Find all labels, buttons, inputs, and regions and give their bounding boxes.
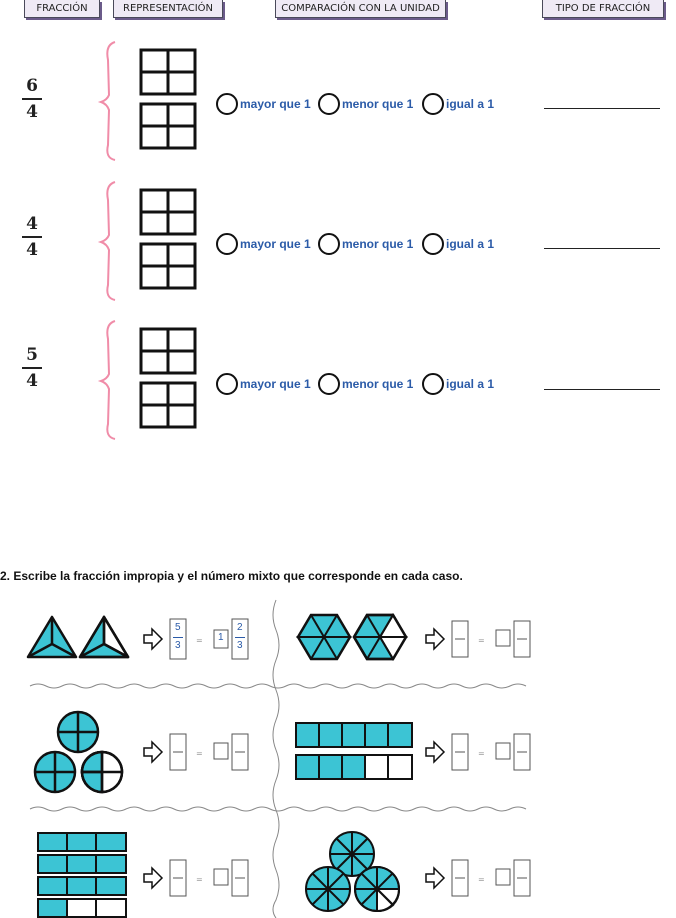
option-label: menor que 1 (342, 237, 414, 251)
header-comparacion: COMPARACIÓN CON LA UNIDAD (275, 0, 446, 18)
svg-text:=: = (478, 875, 485, 884)
radio-circle[interactable] (318, 93, 340, 115)
svg-text:=: = (478, 636, 485, 645)
bars-figure (295, 722, 413, 780)
fraction-numerator: 6 (26, 76, 38, 96)
fraction-denominator: 4 (26, 370, 38, 391)
example-mixed-denominator: 3 (237, 640, 243, 651)
example-denominator: 3 (175, 640, 181, 651)
example-bar (173, 637, 183, 638)
header-comparacion-label: COMPARACIÓN CON LA UNIDAD (281, 3, 440, 14)
header-tipo-label: TIPO DE FRACCIÓN (555, 3, 651, 14)
radio-circle[interactable] (216, 373, 238, 395)
header-representacion-label: REPRESENTACIÓN (123, 3, 213, 14)
fraction-bar (22, 98, 42, 100)
radio-circle[interactable] (422, 93, 444, 115)
option-label: mayor que 1 (240, 377, 311, 391)
radio-circle[interactable] (422, 233, 444, 255)
answer-line-row-3[interactable] (544, 389, 660, 390)
option-mayor-row-2[interactable]: mayor que 1 (216, 233, 311, 255)
instruction-text: 2. Escribe la fracción impropia y el núm… (0, 569, 463, 583)
fraction-row-2: 4 4 (22, 214, 42, 260)
radio-circle[interactable] (318, 373, 340, 395)
option-igual-row-3[interactable]: igual a 1 (422, 373, 494, 395)
example-mixed-bar (235, 637, 245, 638)
fraction-numerator: 4 (26, 214, 38, 234)
svg-text:=: = (196, 749, 203, 758)
example-whole: 1 (218, 632, 224, 643)
fraction-numerator: 5 (26, 345, 38, 365)
exercise-grid: = = = = = = (26, 599, 531, 918)
option-menor-row-2[interactable]: menor que 1 (318, 233, 413, 255)
equal-signs: = = = = = = (196, 636, 485, 884)
header-representacion: REPRESENTACIÓN (113, 0, 223, 18)
header-fraccion: FRACCIÓN (24, 0, 100, 18)
radio-circle[interactable] (216, 93, 238, 115)
triangles-figure (26, 615, 130, 659)
svg-text:=: = (196, 636, 203, 645)
example-mixed-numerator: 2 (237, 622, 243, 633)
option-label: igual a 1 (446, 97, 495, 111)
option-igual-row-1[interactable]: igual a 1 (422, 93, 494, 115)
header-tipo: TIPO DE FRACCIÓN (542, 0, 664, 18)
option-label: mayor que 1 (240, 237, 311, 251)
option-label: menor que 1 (342, 377, 414, 391)
option-label: igual a 1 (446, 377, 495, 391)
option-mayor-row-1[interactable]: mayor que 1 (216, 93, 311, 115)
option-menor-row-1[interactable]: menor que 1 (318, 93, 413, 115)
answer-arrows (143, 627, 446, 890)
option-label: mayor que 1 (240, 97, 311, 111)
answer-boxes (169, 618, 531, 897)
pie-circles-figure (305, 831, 400, 912)
option-igual-row-2[interactable]: igual a 1 (422, 233, 494, 255)
fraction-bar (22, 367, 42, 369)
representation-row-3 (97, 320, 197, 440)
hexagons-figure (296, 613, 408, 661)
svg-text:=: = (196, 875, 203, 884)
fraction-denominator: 4 (26, 239, 38, 260)
fraction-row-3: 5 4 (22, 345, 42, 391)
option-mayor-row-3[interactable]: mayor que 1 (216, 373, 311, 395)
option-menor-row-3[interactable]: menor que 1 (318, 373, 413, 395)
svg-text:=: = (478, 749, 485, 758)
radio-circle[interactable] (422, 373, 444, 395)
fraction-denominator: 4 (26, 101, 38, 122)
fraction-row-1: 6 4 (22, 76, 42, 122)
radio-circle[interactable] (318, 233, 340, 255)
answer-line-row-1[interactable] (544, 108, 660, 109)
fraction-bar (22, 236, 42, 238)
representation-row-2 (97, 181, 197, 301)
answer-line-row-2[interactable] (544, 248, 660, 249)
option-label: igual a 1 (446, 237, 495, 251)
circles-figure (33, 710, 124, 794)
representation-row-1 (97, 41, 197, 161)
radio-circle[interactable] (216, 233, 238, 255)
example-numerator: 5 (175, 622, 181, 633)
header-fraccion-label: FRACCIÓN (36, 3, 88, 14)
option-label: menor que 1 (342, 97, 414, 111)
brick-figure (37, 832, 127, 918)
